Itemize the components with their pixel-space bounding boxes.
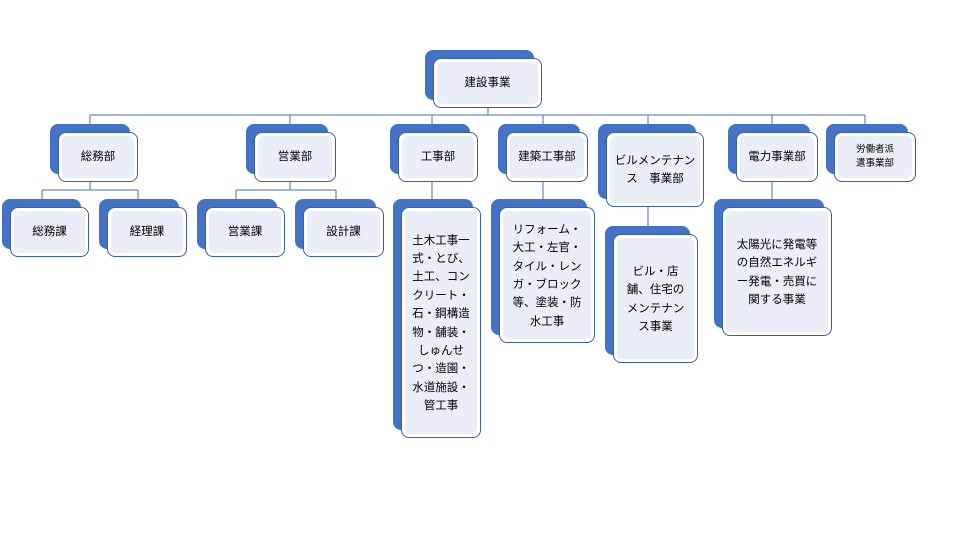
section-label: 設計課 <box>307 211 380 253</box>
node-dept-kenchiku: 建築工事部 <box>498 124 588 182</box>
section-label: 営業課 <box>209 211 281 253</box>
description-text: ビル・店舗、住宅のメンテナンス事業 <box>617 238 694 359</box>
dept-label: 建築工事部 <box>510 136 584 178</box>
dept-label: 総務部 <box>62 136 134 178</box>
node-desc-denryoku: 太陽光に発電等の自然エネルギー発電・売買に関する事業 <box>714 199 832 336</box>
node-dept-koji: 工事部 <box>390 124 478 182</box>
node-dept-building: ビルメンテナンス 事業部 <box>598 124 704 207</box>
node-section-somuka: 総務課 <box>2 199 89 257</box>
node-dept-haken: 労働者派遣事業部 <box>826 124 916 182</box>
node-desc-building: ビル・店舗、住宅のメンテナンス事業 <box>605 226 698 363</box>
node-dept-eigyo: 営業部 <box>246 124 336 182</box>
node-root-label: 建設事業 <box>437 62 538 104</box>
dept-label: 営業部 <box>258 136 332 178</box>
description-text: リフォーム・大工・左官・タイル・レンガ・ブロック等、塗装・防水工事 <box>503 211 591 339</box>
node-desc-koji: 土木工事一式・とび、土工、コンクリート・石・鋼構造物・舗装・しゅんせつ・造園・水… <box>393 199 481 438</box>
description-text: 土木工事一式・とび、土工、コンクリート・石・鋼構造物・舗装・しゅんせつ・造園・水… <box>405 211 477 434</box>
section-label: 総務課 <box>14 211 85 253</box>
description-text: 太陽光に発電等の自然エネルギー発電・売買に関する事業 <box>726 211 828 332</box>
dept-label: 工事部 <box>402 136 474 178</box>
node-section-keirika: 経理課 <box>99 199 187 257</box>
section-label: 経理課 <box>111 211 183 253</box>
node-dept-denryoku: 電力事業部 <box>728 124 818 182</box>
node-section-eigyoka: 営業課 <box>197 199 285 257</box>
node-dept-somu: 総務部 <box>50 124 138 182</box>
node-section-sekkeika: 設計課 <box>295 199 384 257</box>
dept-label: ビルメンテナンス 事業部 <box>610 136 700 203</box>
node-desc-kenchiku: リフォーム・大工・左官・タイル・レンガ・ブロック等、塗装・防水工事 <box>491 199 595 343</box>
node-root: 建設事業 <box>425 50 542 108</box>
dept-label: 電力事業部 <box>740 136 814 178</box>
dept-label: 労働者派遣事業部 <box>838 136 912 178</box>
